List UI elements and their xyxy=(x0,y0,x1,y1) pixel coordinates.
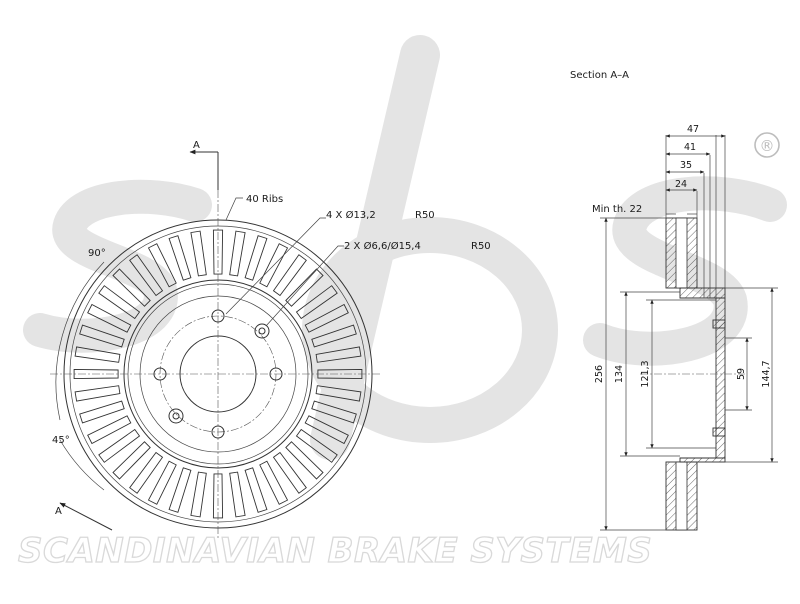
cooling-rib xyxy=(229,471,246,518)
bolt-holes-label: 4 X Ø13,2 xyxy=(326,209,376,221)
left-dimensions xyxy=(600,217,716,531)
cooling-rib xyxy=(129,254,164,297)
dim-24: 24 xyxy=(675,179,687,190)
cooling-rib xyxy=(295,285,338,320)
cooling-rib xyxy=(87,303,132,333)
locating-hole xyxy=(254,323,270,339)
cooling-rib xyxy=(272,451,307,494)
small-holes-label: 2 X Ø6,6/Ø15,4 xyxy=(344,240,421,252)
cooling-rib xyxy=(190,471,207,518)
cooling-rib xyxy=(285,268,324,307)
hat-flange-top xyxy=(679,287,726,299)
cooling-rib xyxy=(285,441,324,480)
cooling-rib xyxy=(79,324,125,348)
angle-label-45: 45° xyxy=(52,435,70,446)
bolt-holes-radius: R50 xyxy=(415,210,435,221)
bolt-holes-leader xyxy=(225,217,326,315)
dim-121-3: 121,3 xyxy=(640,360,651,387)
cooling-rib xyxy=(317,368,363,380)
right-dimensions xyxy=(697,287,778,463)
cooling-rib xyxy=(74,346,121,363)
cooling-rib xyxy=(304,415,349,445)
cooling-rib xyxy=(87,415,132,445)
cooling-rib xyxy=(147,460,177,505)
cooling-rib xyxy=(74,385,121,402)
hat-flange-bottom xyxy=(679,457,726,463)
cooling-ribs xyxy=(73,229,363,519)
top-dimensions xyxy=(665,134,726,298)
cooling-rib xyxy=(112,268,151,307)
cooling-rib xyxy=(129,451,164,494)
angle-label-90: 90° xyxy=(88,248,106,259)
cooling-rib xyxy=(98,428,141,463)
cooling-rib xyxy=(73,368,119,380)
cooling-rib xyxy=(212,229,224,275)
dim-59: 59 xyxy=(736,368,747,380)
dim-41: 41 xyxy=(684,142,696,153)
angle-arc-45 xyxy=(59,439,105,491)
cooling-rib xyxy=(229,230,246,277)
locating-hole xyxy=(168,408,184,424)
dim-35: 35 xyxy=(680,160,692,171)
cooling-rib xyxy=(315,346,362,363)
cooling-rib xyxy=(259,460,289,505)
cooling-rib xyxy=(244,235,268,281)
ribs-leader xyxy=(225,197,243,221)
cooling-rib xyxy=(212,473,224,519)
small-holes-radius: R50 xyxy=(471,241,491,252)
dim-144-7: 144,7 xyxy=(761,360,772,387)
cooling-rib xyxy=(147,243,177,288)
section-marker-bottom: A xyxy=(55,506,62,517)
section-marker-top: A xyxy=(193,140,200,151)
registered-mark-text: ® xyxy=(760,137,775,155)
cooling-rib xyxy=(168,235,192,281)
cooling-rib xyxy=(98,285,141,320)
cooling-rib xyxy=(112,441,151,480)
cooling-rib xyxy=(79,400,125,424)
section-title: Section A–A xyxy=(570,70,629,81)
min-thickness-label: Min th. 22 xyxy=(592,204,642,215)
disc-front-view: A A 90° 45° 40 Ribs 4 X Ø13,2 R50 2 X Ø6… xyxy=(50,140,491,540)
small-holes-leader xyxy=(265,245,344,327)
cooling-rib xyxy=(311,324,357,348)
registered-mark: ® xyxy=(754,132,780,158)
angle-arc-90 xyxy=(55,261,105,421)
cooling-rib xyxy=(190,230,207,277)
cooling-rib xyxy=(272,254,307,297)
dim-256: 256 xyxy=(594,365,605,383)
cooling-rib xyxy=(168,467,192,513)
cooling-rib xyxy=(304,303,349,333)
cooling-rib xyxy=(311,400,357,424)
dim-47: 47 xyxy=(687,124,699,135)
company-watermark-text: SCANDINAVIAN BRAKE SYSTEMS xyxy=(18,531,652,571)
disc-section-view: 47 41 35 24 Min th. 22 256 134 121,3 xyxy=(592,124,778,531)
cooling-rib xyxy=(315,385,362,402)
cooling-rib xyxy=(244,467,268,513)
cooling-rib xyxy=(295,428,338,463)
cooling-rib xyxy=(259,243,289,288)
dim-134: 134 xyxy=(614,365,625,383)
ribs-label: 40 Ribs xyxy=(246,194,283,205)
section-arrow-bottom xyxy=(59,502,113,531)
